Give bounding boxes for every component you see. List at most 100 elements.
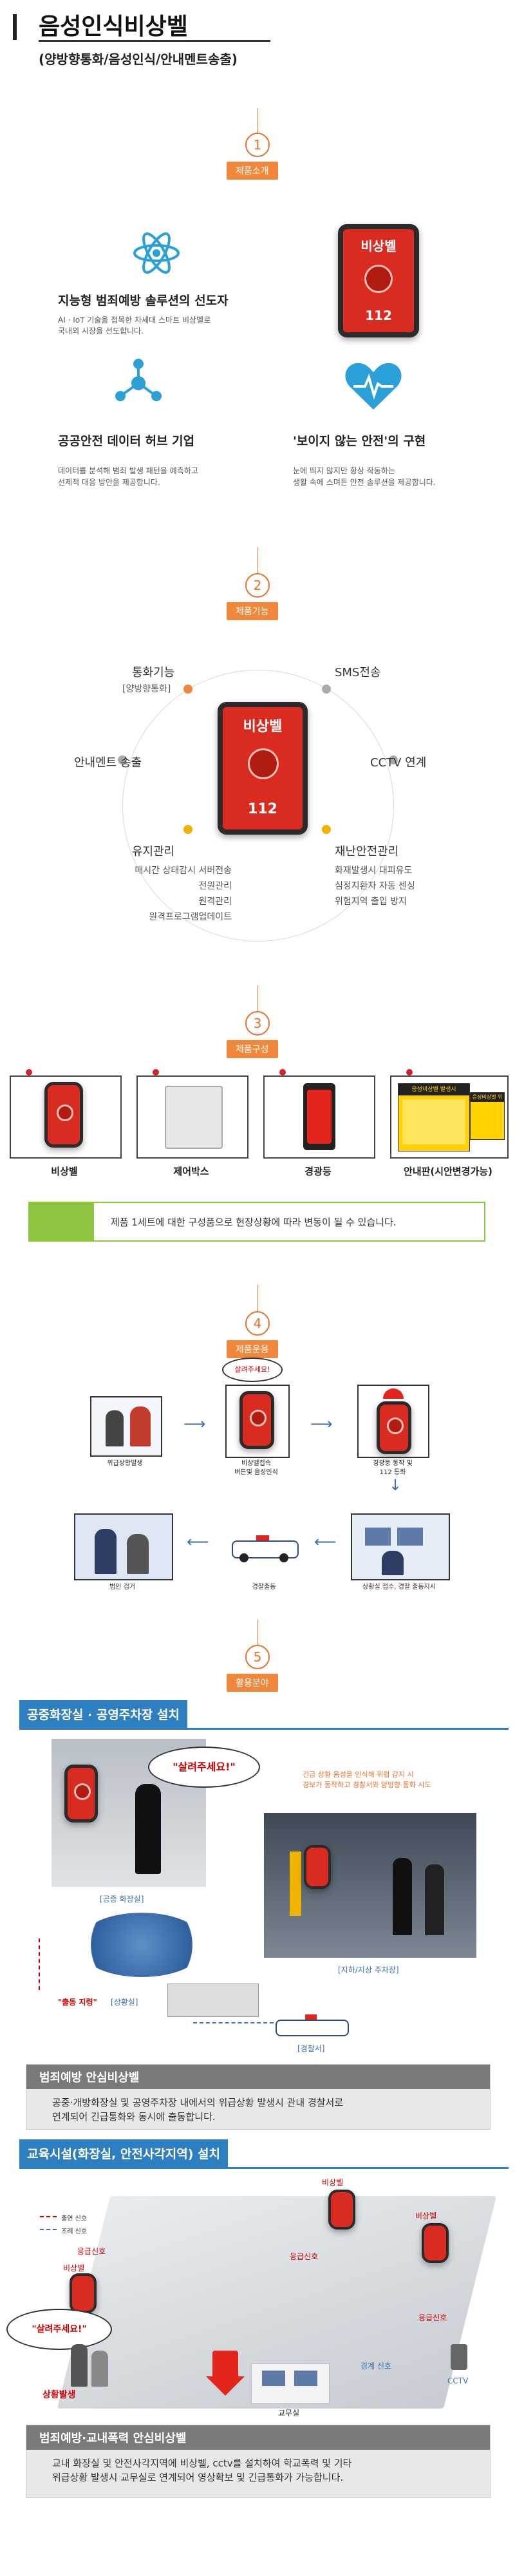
- section-tag: 제품소개: [227, 162, 278, 180]
- emergency-bell-device: 비상벨 112: [218, 702, 308, 835]
- signal-label: 응급신호: [418, 2313, 447, 2322]
- section-tag: 활용분야: [227, 1674, 278, 1692]
- person-figure: [127, 1534, 149, 1574]
- function-announce: 안내멘트 송출: [74, 756, 142, 770]
- device-button: [250, 1410, 267, 1426]
- sign-body: [402, 1099, 465, 1144]
- step-label: 경찰출동: [252, 1584, 276, 1591]
- sign-subtitle: 음성비상벨 위치: [471, 1093, 504, 1102]
- pin: [153, 1069, 159, 1075]
- emergency-bell-device: [239, 1391, 274, 1449]
- control-box: [165, 1086, 223, 1149]
- heart-pulse-icon: [345, 363, 402, 410]
- police-car: [276, 2014, 349, 2039]
- officer-figure: [382, 1551, 404, 1575]
- emergency-bell-device: [377, 1401, 411, 1454]
- note-text: 제품 1세트에 대한 구성품으로 현장상황에 따라 변동이 될 수 있습니다.: [111, 1217, 397, 1228]
- feature-title: 공공안전 데이터 허브 기업: [58, 434, 195, 448]
- band-underline: [19, 2167, 509, 2169]
- person-silhouette: [135, 1784, 161, 1874]
- section-number: 5: [245, 1645, 270, 1669]
- component-card-bell: [10, 1075, 122, 1159]
- info-title: 범죄예방 안심비상벨: [26, 2065, 490, 2089]
- voice-note-line: 긴급 상황 음성을 인식해 위협 감지 시: [303, 1770, 414, 1779]
- info-line: 연계되어 긴급통화와 동시에 출동합니다.: [52, 2111, 216, 2123]
- function-dot: [322, 825, 331, 834]
- person-figure: [130, 1406, 151, 1446]
- person-figure: [106, 1410, 124, 1446]
- device-label: 상: [372, 238, 385, 254]
- maintenance-item: 매시간 상태감시 서버전송: [135, 866, 232, 876]
- section-number: 4: [245, 1311, 270, 1336]
- warning-light: [383, 1388, 404, 1399]
- signal-label: 응급신호: [290, 2252, 319, 2261]
- step-panel-operations: [351, 1513, 450, 1580]
- usage-band: 공중화장실 · 공영주차장 설치: [19, 1700, 187, 1728]
- section-tag: 제품운용: [227, 1340, 278, 1358]
- device-button: [387, 1417, 404, 1434]
- info-box: 범죄예방 안심비상벨 공중·개방화장실 및 공영주차장 내에서의 위급상황 발생…: [26, 2064, 491, 2130]
- ops-monitors: [167, 1984, 259, 2017]
- monitor: [397, 1528, 423, 1546]
- feature-title: '보이지 않는 안전'의 구현: [293, 434, 426, 448]
- step-panel-alarm: [357, 1385, 429, 1458]
- step-label-group: 비상벨접속 버튼및 음성인식: [212, 1459, 300, 1477]
- device-number: 112: [248, 801, 277, 817]
- person-silhouette: [425, 1864, 444, 1935]
- disaster-item: 화재발생시 대피유도: [335, 866, 413, 876]
- guide-sign-small: 음성비상벨 위치: [470, 1092, 505, 1140]
- function-dot: [389, 755, 398, 764]
- component-card-sign: 음성비상벨 발생시 음성비상벨 위치: [390, 1075, 509, 1159]
- voice-note: 긴급 상황 음성을 인식해 위협 감지 시 경보가 동작하고 경찰서와 양방향 …: [303, 1770, 431, 1790]
- disaster-item: 위험지역 출입 방지: [335, 896, 407, 907]
- step-label: 경광등 동작 및: [373, 1460, 413, 1467]
- step-panel-bell: [225, 1385, 290, 1458]
- device-number: 112: [365, 308, 392, 323]
- person-figure: [71, 2344, 88, 2387]
- function-call: 통화기능: [132, 666, 175, 679]
- title-underline: [39, 40, 270, 42]
- device-button: [57, 1104, 73, 1121]
- monitor: [365, 1528, 391, 1546]
- function-circle: [122, 670, 394, 942]
- dispatch-label: "출동 지령": [58, 1998, 97, 2007]
- feature-desc: 눈에 띄지 않지만 항상 작동하는: [293, 466, 395, 475]
- feature-desc: AI · IoT 기술을 접목한 차세대 스마트 비상벨로: [58, 316, 211, 325]
- pin: [26, 1069, 32, 1075]
- step-label: 상황실 접수, 경찰 출동지시: [362, 1584, 436, 1591]
- arrow-left-icon: ⟵: [187, 1533, 209, 1551]
- emergency-bell-device: [422, 2223, 449, 2263]
- step-panel-emergency: [90, 1396, 162, 1457]
- label-toilet: [공중 화장실]: [100, 1895, 144, 1904]
- label-parking: [지하/지상 주차장]: [338, 1965, 399, 1975]
- component-label: 안내판(시안변경가능): [404, 1166, 492, 1177]
- scene-parking: [264, 1813, 476, 1958]
- info-line: 공중·개방화장실 및 공영주차장 내에서의 위급상황 발생시 관내 경찰서로: [52, 2097, 344, 2108]
- section-number: 1: [245, 133, 270, 157]
- step-label: 위급상황발생: [107, 1460, 143, 1467]
- info-text: 공중·개방화장실 및 공영주차장 내에서의 위급상황 발생시 관내 경찰서로 연…: [26, 2089, 490, 2130]
- arrow-right-icon: ⟶: [183, 1415, 206, 1433]
- component-label: 제어박스: [173, 1166, 209, 1177]
- car-wheel: [239, 1553, 248, 1562]
- function-call-sub: [양방향통화]: [122, 684, 171, 694]
- info-title: 범죄예방·교내폭력 안심비상벨: [26, 2425, 490, 2450]
- step-label: 범인 검거: [109, 1584, 135, 1591]
- link-line: [39, 1938, 45, 1990]
- function-dot: [118, 755, 127, 764]
- person-figure: [91, 2351, 108, 2387]
- car-siren: [305, 2014, 317, 2020]
- bell-label: 비상벨: [322, 2178, 344, 2187]
- device-label: 벨: [269, 719, 283, 735]
- emergency-bell-device: [44, 1082, 83, 1148]
- section-tag: 제품구성: [227, 1040, 278, 1058]
- network-icon: [115, 359, 162, 401]
- component-label: 비상벨: [51, 1166, 78, 1177]
- function-dot: [183, 685, 192, 694]
- legend-item: 출연 신호: [61, 2215, 87, 2222]
- scream-bubble: "살려주세요!": [148, 1747, 260, 1788]
- step-panel-arrest: [74, 1513, 173, 1580]
- device-label: 벨: [384, 238, 397, 254]
- speech-bubble: 살려주세요!: [222, 1358, 283, 1382]
- atom-icon: [133, 232, 180, 274]
